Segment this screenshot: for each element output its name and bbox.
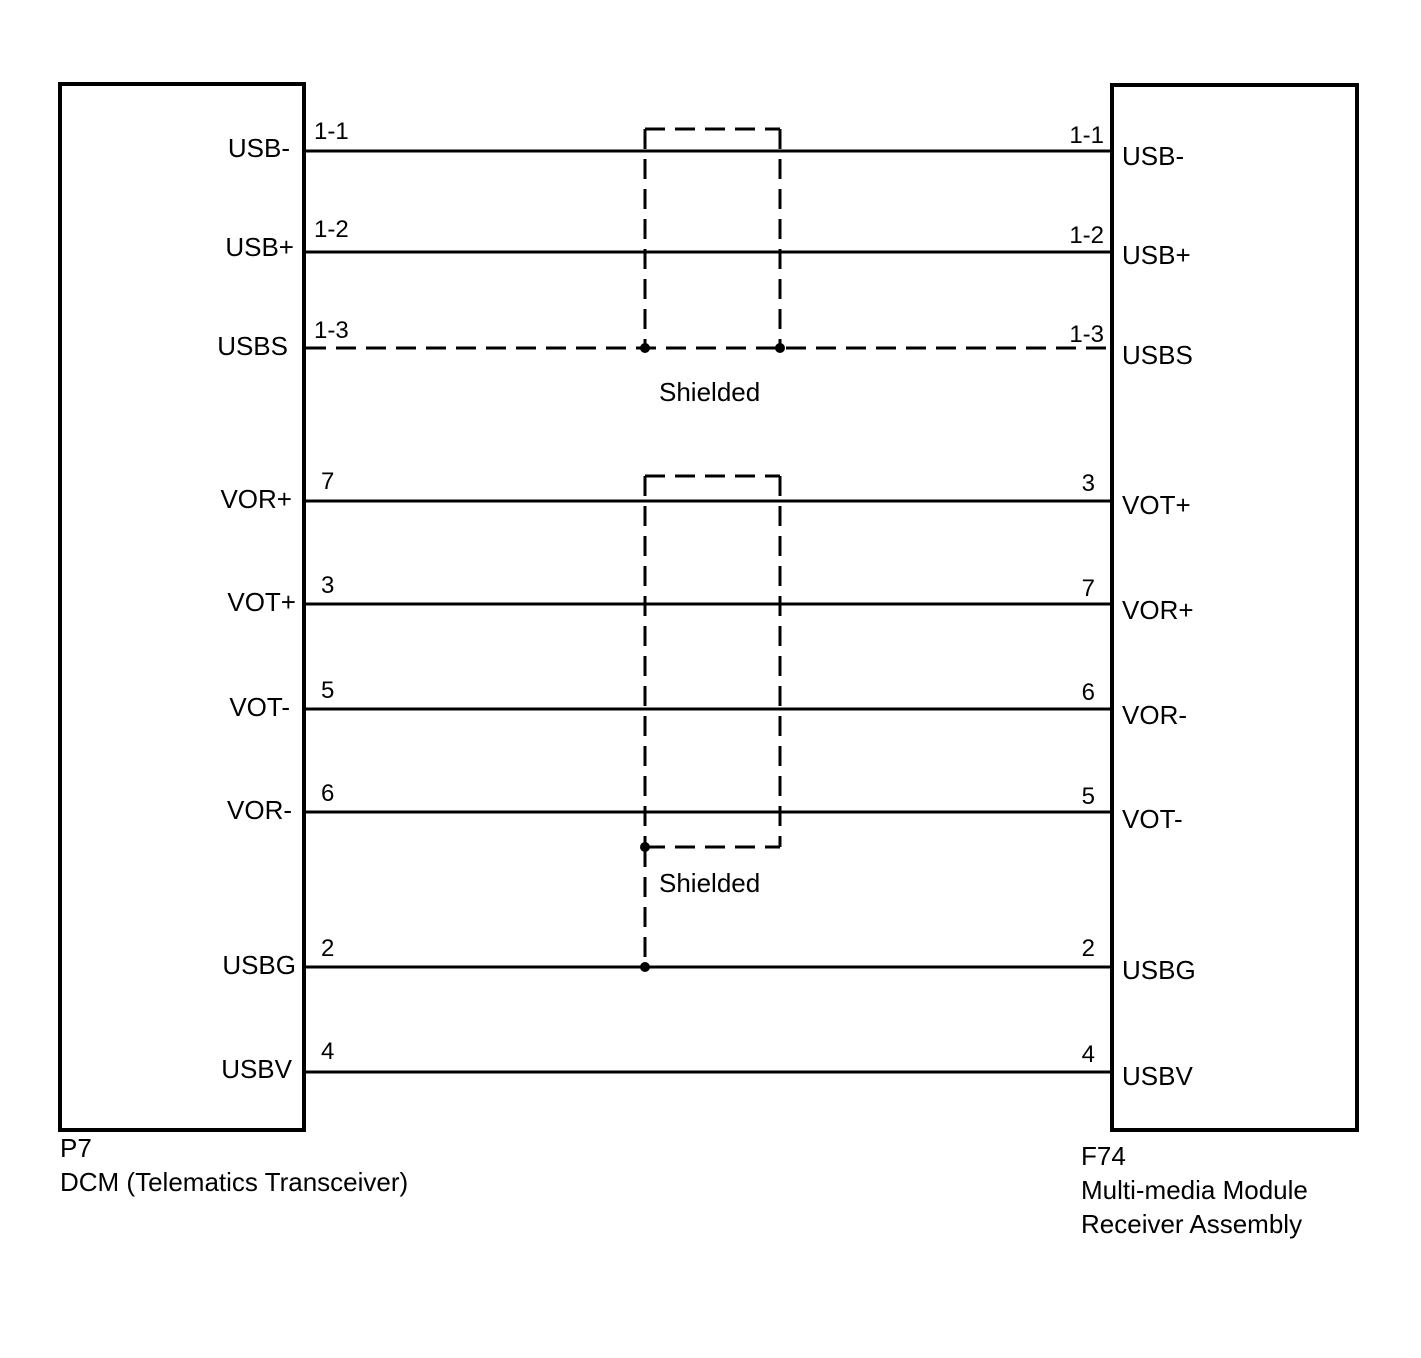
shield-lower xyxy=(643,474,782,967)
right-pin-vot-plus: 3 xyxy=(1082,470,1095,497)
right-component-name-line1: Multi-media Module xyxy=(1081,1175,1308,1205)
shield-lower-label: Shielded xyxy=(659,868,760,898)
left-label-usbg: USBG xyxy=(222,950,296,980)
right-label-usb-minus: USB- xyxy=(1122,141,1184,171)
left-label-vot-minus: VOT- xyxy=(229,692,290,722)
left-pin-vor-plus: 7 xyxy=(321,468,334,495)
right-label-usbg: USBG xyxy=(1122,955,1196,985)
left-component-code: P7 xyxy=(60,1133,92,1163)
right-pin-usb-plus: 1-2 xyxy=(1069,222,1104,249)
shield-upper-junction-right xyxy=(775,343,785,353)
shield-upper-label: Shielded xyxy=(659,377,760,407)
shield-lower-junction-ground xyxy=(640,962,650,972)
left-pin-vot-plus: 3 xyxy=(321,572,334,599)
right-label-usbv: USBV xyxy=(1122,1061,1193,1091)
left-pin-usbs: 1-3 xyxy=(314,317,349,344)
right-label-vor-minus: VOR- xyxy=(1122,700,1187,730)
left-label-usb-minus: USB- xyxy=(228,133,290,163)
left-pin-usb-minus: 1-1 xyxy=(314,118,349,145)
left-label-usbv: USBV xyxy=(221,1054,292,1084)
right-label-vot-plus: VOT+ xyxy=(1122,490,1191,520)
shield-lower-junction-top xyxy=(640,842,650,852)
right-component-code: F74 xyxy=(1081,1141,1126,1171)
right-pin-usb-minus: 1-1 xyxy=(1069,122,1104,149)
right-component-name-line2: Receiver Assembly xyxy=(1081,1209,1302,1239)
right-pin-vor-plus: 7 xyxy=(1082,575,1095,602)
left-label-vor-minus: VOR- xyxy=(227,795,292,825)
right-pin-vor-minus: 6 xyxy=(1082,679,1095,706)
right-label-vor-plus: VOR+ xyxy=(1122,595,1194,625)
left-pin-usbg: 2 xyxy=(321,935,334,962)
right-label-usb-plus: USB+ xyxy=(1122,240,1191,270)
left-component-box xyxy=(58,82,306,1132)
left-pin-usbv: 4 xyxy=(321,1038,334,1065)
right-label-usbs: USBS xyxy=(1122,340,1193,370)
shield-upper xyxy=(643,127,782,348)
left-label-usbs: USBS xyxy=(217,331,288,361)
left-label-usb-plus: USB+ xyxy=(225,232,294,262)
left-component-name: DCM (Telematics Transceiver) xyxy=(60,1167,408,1197)
right-pin-usbg: 2 xyxy=(1082,935,1095,962)
left-label-vot-plus: VOT+ xyxy=(227,587,296,617)
right-pin-usbs: 1-3 xyxy=(1069,321,1104,348)
right-pin-usbv: 4 xyxy=(1082,1041,1095,1068)
right-pin-vot-minus: 5 xyxy=(1082,783,1095,810)
right-label-vot-minus: VOT- xyxy=(1122,804,1183,834)
left-pin-usb-plus: 1-2 xyxy=(314,216,349,243)
left-pin-vor-minus: 6 xyxy=(321,780,334,807)
left-pin-vot-minus: 5 xyxy=(321,677,334,704)
right-component-box xyxy=(1110,83,1359,1132)
shield-upper-junction-left xyxy=(640,343,650,353)
left-label-vor-plus: VOR+ xyxy=(220,484,292,514)
